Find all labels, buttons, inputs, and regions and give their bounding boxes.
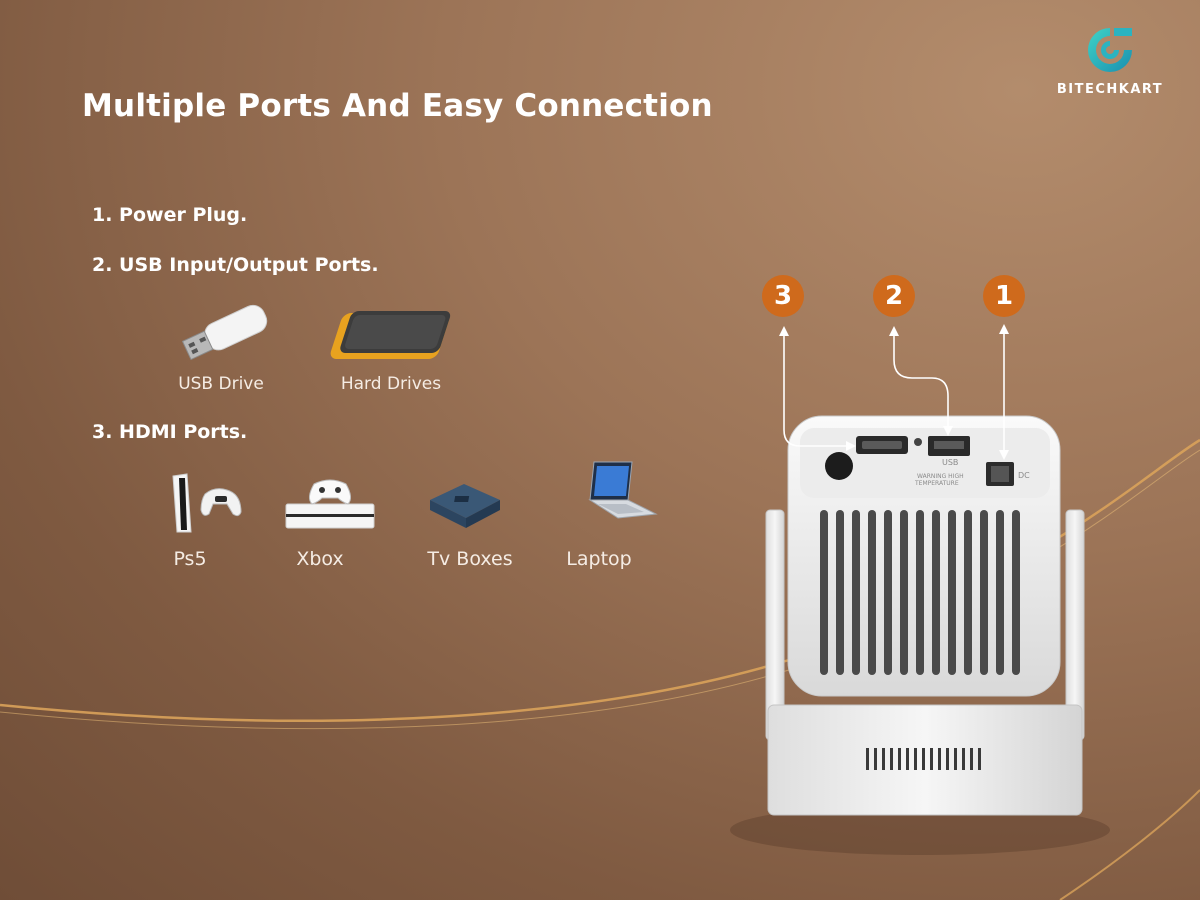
logo-icon: [1088, 28, 1132, 72]
feature-power: 1. Power Plug.: [92, 204, 248, 226]
ps5-label: Ps5: [173, 548, 207, 570]
usb-drive-label: USB Drive: [178, 374, 264, 394]
page-title: Multiple Ports And Easy Connection: [82, 88, 713, 124]
port-badge-3: 3: [762, 275, 804, 317]
port-badge-2: 2: [873, 275, 915, 317]
xbox-label: Xbox: [296, 548, 344, 570]
ps5-icon: [172, 473, 242, 533]
projector-image: USB WARNING HIGH TEMPERATURE DC: [765, 324, 1085, 816]
port-badge-1: 1: [983, 275, 1025, 317]
feature-hdmi: 3. HDMI Ports.: [92, 421, 248, 443]
feature-usb: 2. USB Input/Output Ports.: [92, 254, 379, 276]
xbox-icon: [285, 479, 375, 529]
tv-box-label: Tv Boxes: [427, 548, 513, 570]
hard-drive-icon: [330, 311, 451, 359]
usb-port-label: USB: [942, 458, 958, 467]
laptop-label: Laptop: [566, 548, 632, 570]
laptop-icon: [588, 461, 658, 519]
tv-box-icon: [430, 484, 500, 528]
usb-drive-icon: [181, 304, 268, 361]
dc-port-label: DC: [1018, 471, 1030, 480]
warning-label-2: TEMPERATURE: [914, 480, 959, 487]
brand-name: BITECHKART: [1056, 82, 1164, 97]
brand-logo: BITECHKART: [1050, 24, 1170, 97]
hard-drive-label: Hard Drives: [340, 374, 442, 394]
warning-label-1: WARNING HIGH: [917, 473, 964, 480]
